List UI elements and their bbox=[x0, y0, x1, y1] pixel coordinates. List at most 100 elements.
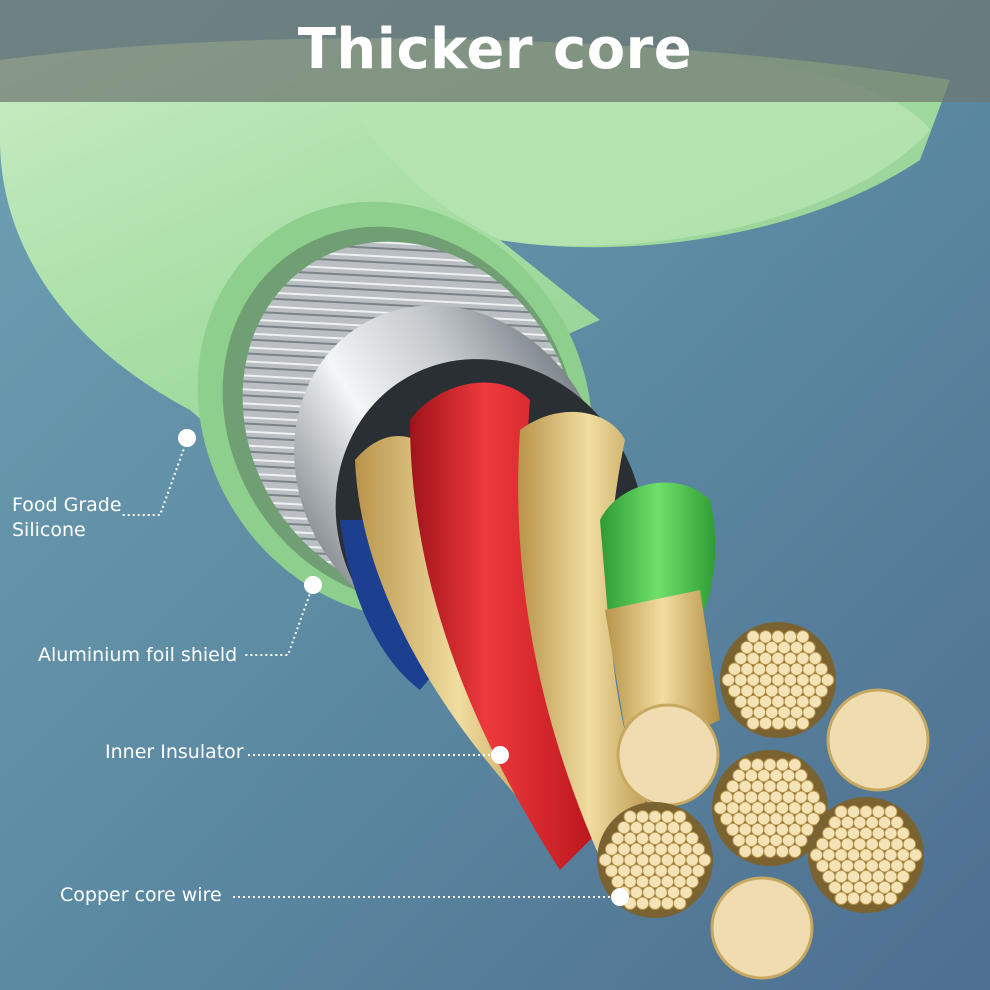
copper-strand bbox=[629, 864, 644, 878]
copper-strand bbox=[771, 716, 785, 730]
copper-strand bbox=[828, 880, 842, 895]
copper-strand bbox=[902, 837, 917, 851]
copper-strand bbox=[865, 815, 879, 830]
copper-strand bbox=[732, 790, 746, 804]
copper-strand bbox=[783, 716, 798, 730]
copper-strand bbox=[890, 815, 904, 830]
copper-strand bbox=[719, 790, 734, 804]
copper-strand bbox=[769, 812, 783, 826]
copper-strand bbox=[789, 640, 804, 655]
copper-strand bbox=[902, 859, 917, 873]
stranded-core-end-2 bbox=[712, 750, 828, 866]
copper-strand bbox=[726, 779, 740, 794]
copper-strand bbox=[777, 684, 791, 698]
copper-strand bbox=[884, 891, 898, 905]
copper-strand bbox=[744, 768, 759, 783]
copper-strand bbox=[648, 896, 662, 910]
copper-strand bbox=[673, 831, 687, 846]
copper-strand bbox=[744, 833, 759, 848]
copper-strand bbox=[666, 820, 681, 835]
copper-strand bbox=[750, 822, 765, 837]
copper-strand bbox=[840, 880, 855, 895]
copper-strand bbox=[623, 853, 637, 867]
copper-strand bbox=[890, 880, 904, 895]
copper-strand bbox=[654, 864, 668, 878]
copper-strand bbox=[660, 810, 675, 824]
copper-strand bbox=[788, 801, 802, 815]
copper-strand bbox=[752, 662, 767, 676]
copper-strand bbox=[840, 837, 855, 851]
copper-strand bbox=[732, 768, 746, 783]
copper-strand bbox=[752, 640, 767, 655]
copper-strand bbox=[666, 864, 681, 878]
copper-strand bbox=[796, 673, 810, 687]
copper-strand bbox=[660, 853, 675, 867]
copper-strand bbox=[783, 694, 798, 709]
copper-strand bbox=[877, 880, 892, 895]
copper-conductor-end-3 bbox=[710, 876, 814, 980]
copper-strand bbox=[877, 815, 892, 830]
copper-strand bbox=[604, 864, 619, 878]
copper-strand bbox=[800, 779, 814, 794]
copper-strand bbox=[859, 826, 873, 841]
copper-strand bbox=[765, 684, 779, 698]
stranded-core-end-3 bbox=[808, 797, 924, 913]
copper-strand bbox=[806, 812, 821, 826]
copper-strand bbox=[746, 651, 760, 666]
copper-strand bbox=[789, 684, 804, 698]
copper-strand bbox=[758, 694, 773, 709]
copper-strand bbox=[629, 820, 644, 835]
copper-strand bbox=[763, 758, 777, 772]
copper-strand bbox=[834, 826, 848, 841]
copper-strand bbox=[679, 885, 693, 900]
copper-strand bbox=[660, 874, 675, 889]
copper-strand bbox=[828, 859, 842, 873]
copper-strand bbox=[623, 874, 637, 889]
copper-strand bbox=[673, 810, 687, 824]
copper-strand bbox=[673, 896, 687, 910]
copper-strand bbox=[853, 837, 867, 851]
copper-strand bbox=[697, 853, 712, 867]
copper-strand bbox=[685, 831, 699, 846]
copper-strand bbox=[746, 694, 760, 709]
copper-strand bbox=[648, 874, 662, 889]
silicone-callout-leader bbox=[120, 439, 188, 516]
copper-strand bbox=[750, 779, 765, 794]
copper-strand bbox=[679, 864, 693, 878]
copper-strand bbox=[685, 853, 699, 867]
copper-strand bbox=[642, 885, 656, 900]
copper-strand bbox=[758, 630, 773, 644]
copper-strand bbox=[796, 630, 810, 644]
copper-strand bbox=[871, 848, 886, 862]
copper-strand bbox=[822, 869, 836, 884]
copper-strand bbox=[719, 812, 734, 826]
copper-strand bbox=[726, 801, 740, 815]
copper-strand bbox=[648, 810, 662, 824]
copper-strand bbox=[802, 640, 816, 655]
copper-strand bbox=[660, 896, 675, 910]
copper-strand bbox=[654, 842, 668, 856]
copper-strand bbox=[763, 822, 777, 837]
copper-strand bbox=[617, 842, 631, 856]
copper-strand bbox=[738, 844, 752, 858]
copper-strand bbox=[794, 833, 808, 848]
silicone-callout-dot bbox=[178, 429, 196, 447]
copper-strand bbox=[808, 673, 822, 687]
copper-strand bbox=[666, 885, 681, 900]
copper-strand bbox=[769, 768, 783, 783]
copper-strand bbox=[871, 891, 886, 905]
copper-strand bbox=[629, 842, 644, 856]
insulator-callout-dot bbox=[491, 746, 509, 764]
copper-strand bbox=[604, 842, 619, 856]
copper-strand bbox=[740, 705, 754, 720]
copper-strand bbox=[853, 815, 867, 830]
copper-strand bbox=[822, 826, 836, 841]
copper-strand bbox=[746, 673, 760, 687]
title-banner bbox=[0, 0, 990, 102]
copper-strand bbox=[828, 815, 842, 830]
copper-strand bbox=[752, 684, 767, 698]
copper-strand bbox=[871, 869, 886, 884]
copper-strand bbox=[757, 833, 771, 848]
copper-strand bbox=[781, 833, 796, 848]
copper-strand bbox=[814, 684, 829, 698]
